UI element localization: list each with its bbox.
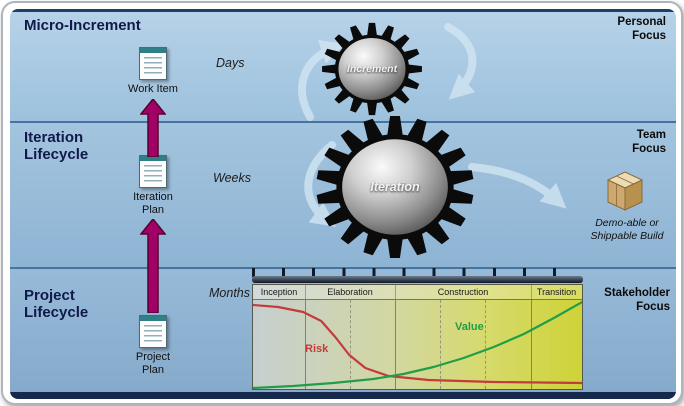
time-label-weeks: Weeks [213, 171, 251, 185]
phase-boundary-line [395, 285, 396, 389]
risk-value-curves [253, 300, 582, 389]
iteration-plan-label: Iteration Plan [133, 191, 173, 217]
arrow-iteration-plan-to-work-item [140, 99, 166, 157]
arrow-project-plan-to-iteration-plan [140, 219, 166, 313]
increment-gear-label: Increment [346, 63, 398, 75]
band-title-iteration-lifecycle: Iteration Lifecycle [24, 129, 89, 164]
band-title-project-lifecycle: Project Lifecycle [24, 287, 89, 322]
iteration-boundary-line [350, 300, 351, 389]
phase-transition: Transition [536, 287, 577, 297]
work-item-icon [139, 47, 167, 80]
phase-boundary-line [305, 285, 306, 389]
shippable-build-label: Demo-able or Shippable Build [590, 217, 664, 243]
band-title-micro-increment: Micro-Increment [24, 17, 141, 34]
iteration-gear [315, 115, 475, 259]
iteration-boundary-line [440, 300, 441, 389]
focus-team: Team Focus [632, 129, 666, 155]
phase-elaboration: Elaboration [327, 287, 373, 297]
risk-value-chart: Inception Elaboration Construction Trans… [252, 284, 583, 390]
increment-gear [322, 22, 422, 116]
shippable-build-icon [606, 171, 644, 211]
timeline-ruler-bar [252, 276, 583, 283]
value-curve [253, 300, 582, 389]
phase-boundary-line [531, 285, 532, 389]
phase-header-row: Inception Elaboration Construction Trans… [253, 285, 582, 300]
risk-curve [253, 303, 582, 385]
iteration-boundary-line [485, 300, 486, 389]
focus-stakeholder: Stakeholder Focus [604, 287, 670, 313]
value-curve-label: Value [455, 321, 484, 333]
time-label-months: Months [209, 286, 250, 300]
phase-construction: Construction [437, 287, 489, 297]
time-label-days: Days [216, 56, 245, 70]
lifecycle-diagram: Micro-Increment Iteration Lifecycle Proj… [10, 9, 676, 399]
phase-inception: Inception [260, 287, 298, 297]
iteration-gear-label: Iteration [370, 180, 420, 194]
project-plan-label: Project Plan [135, 351, 171, 377]
timeline-ruler-ticks [252, 268, 583, 277]
work-item-label: Work Item [128, 83, 178, 95]
iteration-plan-icon [139, 155, 167, 188]
risk-curve-label: Risk [305, 343, 329, 355]
project-plan-icon [139, 315, 167, 348]
focus-personal: Personal Focus [617, 16, 666, 42]
